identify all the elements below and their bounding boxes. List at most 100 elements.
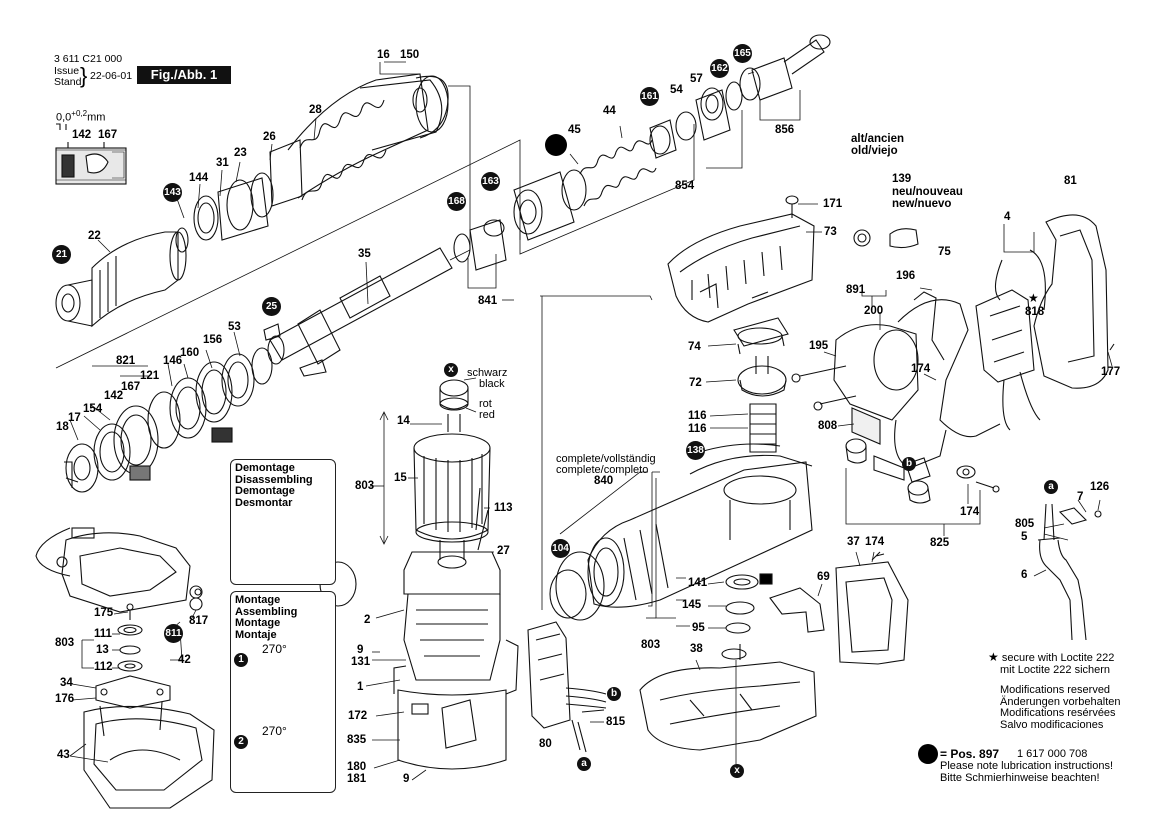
gear-cover-drawing — [667, 195, 815, 323]
badge-25: 25 — [262, 297, 281, 316]
leader-lines — [55, 139, 521, 441]
stand-label: Stand — [54, 76, 82, 88]
note-neu-nouveau: neu/nouveau — [892, 186, 963, 198]
part-label-9-bottom: 9 — [403, 773, 410, 785]
part-label-43: 43 — [57, 749, 70, 761]
leader-lines — [705, 343, 749, 429]
part-label-181: 181 — [347, 773, 367, 785]
part-label-142: 142 — [104, 390, 124, 402]
legend-loctite-de: mit Loctite 222 sichern — [1000, 663, 1111, 676]
montage-panel: Montage Assembling Montage Montaje — [230, 591, 336, 793]
part-label-15: 15 — [394, 472, 407, 484]
old-new-parts-drawing — [853, 228, 919, 249]
part-label-44: 44 — [603, 105, 616, 117]
figure-label: Fig./Abb. 1 — [137, 66, 231, 84]
badge-a-cable: a — [1044, 480, 1058, 494]
legend-pos-label: = Pos. 897 — [940, 747, 1000, 761]
o-ring-drawing — [549, 569, 747, 660]
note-rot: rot — [479, 398, 492, 410]
part-label-195: 195 — [809, 340, 829, 352]
part-label-116-b: 116 — [688, 423, 707, 435]
tolerance-note: 0,0+0,2mm — [56, 109, 106, 124]
part-label-154: 154 — [83, 403, 103, 415]
part-label-1: 1 — [357, 681, 364, 693]
part-label-196: 196 — [896, 270, 916, 282]
part-label-121: 121 — [140, 370, 160, 382]
switch-drawing — [527, 621, 607, 753]
part-label-160: 160 — [180, 347, 200, 359]
part-label-116-a: 116 — [688, 410, 707, 422]
legend-loctite: ★ secure with Loctite 222 mit Loctite 22… — [988, 650, 1115, 676]
loctite-star-818: ★ — [1028, 291, 1039, 305]
badge-143: 143 — [163, 183, 182, 202]
part-label-174-handle: 174 — [911, 363, 931, 375]
part-label-167-top: 167 — [98, 129, 118, 141]
part-label-142-top: 142 — [72, 129, 92, 141]
part-label-23: 23 — [234, 147, 247, 159]
leader-lines — [97, 61, 471, 261]
part-label-54: 54 — [670, 84, 683, 96]
part-label-57: 57 — [690, 73, 703, 85]
part-label-74: 74 — [688, 341, 701, 353]
gear-train-drawing — [733, 317, 789, 453]
part-label-825: 825 — [930, 537, 950, 549]
part-label-112: 112 — [94, 661, 113, 673]
part-label-7: 7 — [1077, 491, 1084, 503]
leader-lines — [590, 551, 875, 764]
part-label-126: 126 — [1090, 481, 1110, 493]
part-label-174-cover: 174 — [865, 536, 885, 548]
gear-housing-cover-drawing — [83, 603, 215, 809]
issue-brace: } — [80, 63, 88, 88]
part-label-73: 73 — [824, 226, 837, 238]
part-label-144: 144 — [189, 172, 209, 184]
part-label-18: 18 — [56, 421, 69, 433]
badge-162: 162 — [710, 59, 729, 78]
part-label-69: 69 — [817, 571, 830, 583]
badge-104: 104 — [551, 539, 570, 558]
part-label-171: 171 — [823, 198, 843, 210]
legend-lubrication-en: Please note lubrication instructions! — [940, 760, 1114, 772]
note-new-nuevo: new/nuevo — [892, 198, 952, 210]
demontage-heading: Demontage Disassembling Demontage Desmon… — [235, 462, 313, 509]
part-label-176: 176 — [55, 693, 75, 705]
note-black: black — [479, 378, 505, 390]
part-label-835: 835 — [347, 734, 367, 746]
part-label-841: 841 — [478, 295, 498, 307]
handle-assembly-drawing — [791, 214, 1115, 504]
gear-housing-drawing — [555, 443, 813, 621]
legend-lubrication-de: Bitte Schmierhinweise beachten! — [940, 772, 1100, 784]
part-label-45: 45 — [568, 124, 581, 136]
part-label-4: 4 — [1004, 211, 1011, 223]
part-label-821: 821 — [116, 355, 136, 367]
part-label-805: 805 — [1015, 518, 1035, 530]
demontage-panel: Demontage Disassembling Demontage Desmon… — [230, 459, 336, 585]
montage-heading: Montage Assembling Montage Montaje — [235, 594, 298, 641]
note-complete-completo: complete/completo — [556, 464, 649, 476]
part-label-2: 2 — [364, 614, 371, 626]
part-label-81: 81 — [1064, 175, 1077, 187]
part-label-808: 808 — [818, 420, 838, 432]
legend-loctite-en: ★ secure with Loctite 222 — [988, 650, 1115, 664]
armature-assembly-drawing — [393, 379, 519, 770]
badge-a-switch: a — [577, 757, 591, 771]
part-label-6: 6 — [1021, 569, 1028, 581]
part-label-141: 141 — [688, 577, 708, 589]
part-label-803-gear: 803 — [641, 639, 661, 651]
badge-x-bottom: x — [730, 764, 744, 778]
part-label-803-center: 803 — [355, 480, 375, 492]
part-label-111: 111 — [94, 628, 112, 640]
montage-angle-1: 270° — [262, 642, 287, 656]
issue-date: 22-06-01 — [90, 70, 133, 82]
part-label-856: 856 — [775, 124, 795, 136]
part-label-5: 5 — [1021, 531, 1028, 543]
badge-163: 163 — [481, 172, 500, 191]
part-label-16: 16 — [377, 49, 390, 61]
part-label-815: 815 — [606, 716, 626, 728]
part-label-145: 145 — [682, 599, 702, 611]
part-label-146: 146 — [163, 355, 183, 367]
part-label-891: 891 — [846, 284, 866, 296]
part-label-37: 37 — [847, 536, 860, 548]
note-old-viejo: old/viejo — [851, 145, 898, 157]
